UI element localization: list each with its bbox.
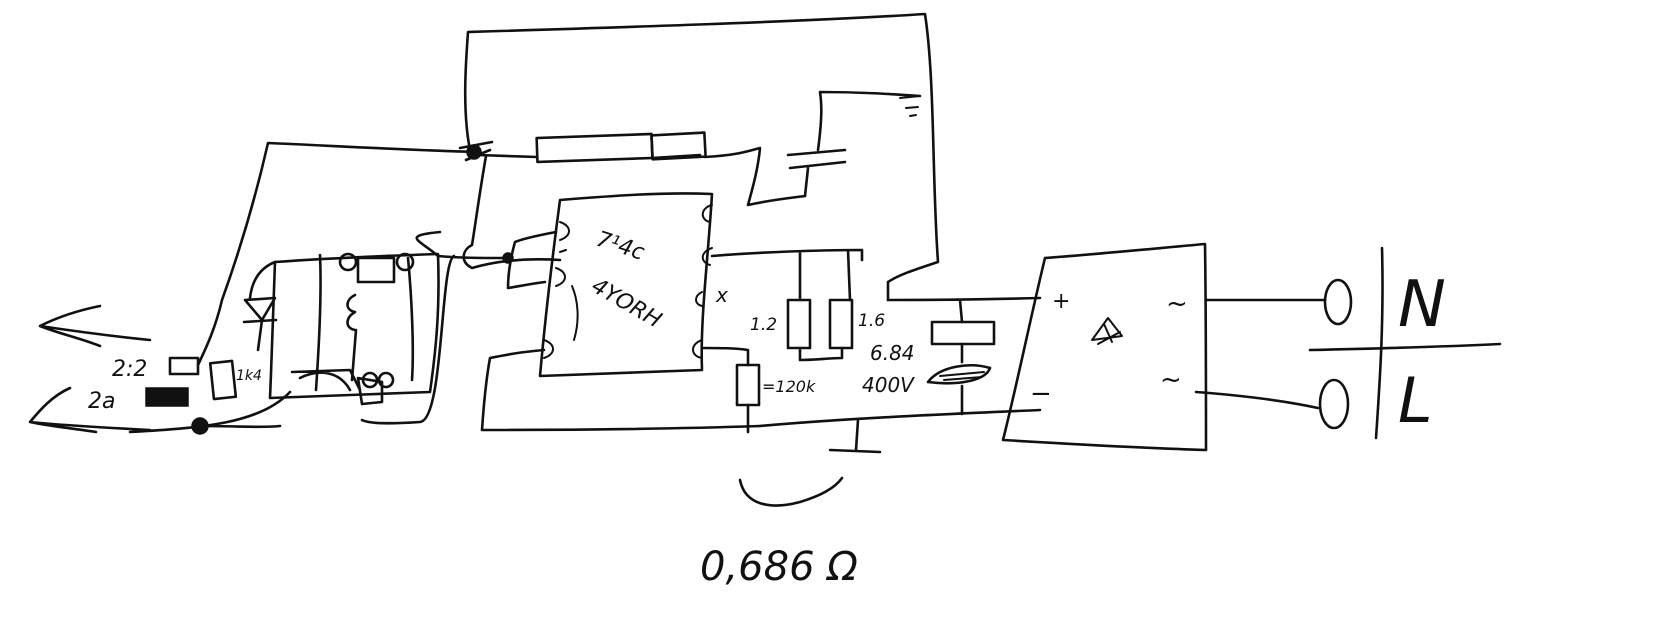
bridge-plus-label: +	[1052, 289, 1070, 314]
terminal-l-label: L	[1398, 364, 1433, 437]
ground-symbol-top	[899, 95, 921, 117]
left-relay-block	[356, 256, 396, 284]
ic-pin-label-2: 4YORH	[587, 274, 665, 334]
left-diode	[242, 296, 278, 352]
ic-to-caps-wire	[710, 248, 864, 302]
terminal-n-label: N	[1398, 268, 1446, 342]
ic-chip	[538, 192, 714, 378]
ic-input-loop	[506, 230, 558, 290]
ground-wire-bottom	[738, 418, 882, 507]
left-module-inner	[314, 253, 415, 392]
cap-label-1-6: 1.6	[858, 311, 885, 331]
left-res-label: 1k4	[236, 368, 262, 384]
bridge-ac-label-2: ~	[1160, 365, 1182, 395]
bridge-rectifier	[1001, 242, 1208, 452]
bottom-value-label: 0,686 Ω	[700, 544, 858, 590]
ic-pin-x-label: x	[715, 283, 728, 307]
bridge-ac-label-1: ~	[1166, 289, 1188, 319]
bridge-diode-symbol	[1091, 317, 1123, 345]
capacitor-1-6	[828, 298, 854, 350]
left-resistor-1k4	[208, 359, 238, 401]
left-filled-block	[145, 387, 189, 407]
ic-bottom-wire	[480, 348, 762, 432]
top-rail-wire	[476, 146, 807, 207]
bridge-minus-label: −	[1030, 379, 1052, 409]
cap-main-voltage: 400V	[862, 373, 915, 397]
ic-pins-left	[543, 221, 570, 359]
ic-pins-right	[692, 204, 713, 359]
resistor-1m	[650, 131, 707, 161]
left-small-cap	[168, 356, 200, 376]
terminal-n	[1323, 278, 1353, 326]
left-module-box	[268, 252, 440, 400]
left-coil	[346, 293, 358, 382]
ac-wire-l	[1194, 390, 1320, 410]
terminal-l	[1318, 378, 1350, 430]
resistor-120k-label: =120k	[762, 377, 816, 396]
left-value-label: 2a	[88, 389, 115, 414]
top-loop-wire	[463, 12, 940, 302]
capacitor-main-neg	[926, 364, 992, 385]
bottom-rail-wire	[758, 408, 1042, 428]
left-ratio-label: 2:2	[112, 357, 147, 382]
cap-main-value: 6.84	[870, 341, 915, 365]
output-arrow-bottom	[28, 386, 152, 434]
left-bottom-rail	[128, 390, 292, 434]
ic-pin-label-1: 7¹4c	[593, 227, 647, 266]
capacitor-main	[930, 320, 996, 346]
output-arrow-top	[38, 304, 152, 348]
left-loop-wire	[196, 141, 480, 367]
top-capacitor	[786, 90, 922, 198]
resistor-120k	[735, 363, 761, 407]
terminal-grid	[1308, 246, 1502, 440]
resistor-510k	[535, 132, 654, 164]
cap-label-1-2: 1.2	[750, 315, 777, 335]
capacitor-1-2	[786, 298, 812, 350]
